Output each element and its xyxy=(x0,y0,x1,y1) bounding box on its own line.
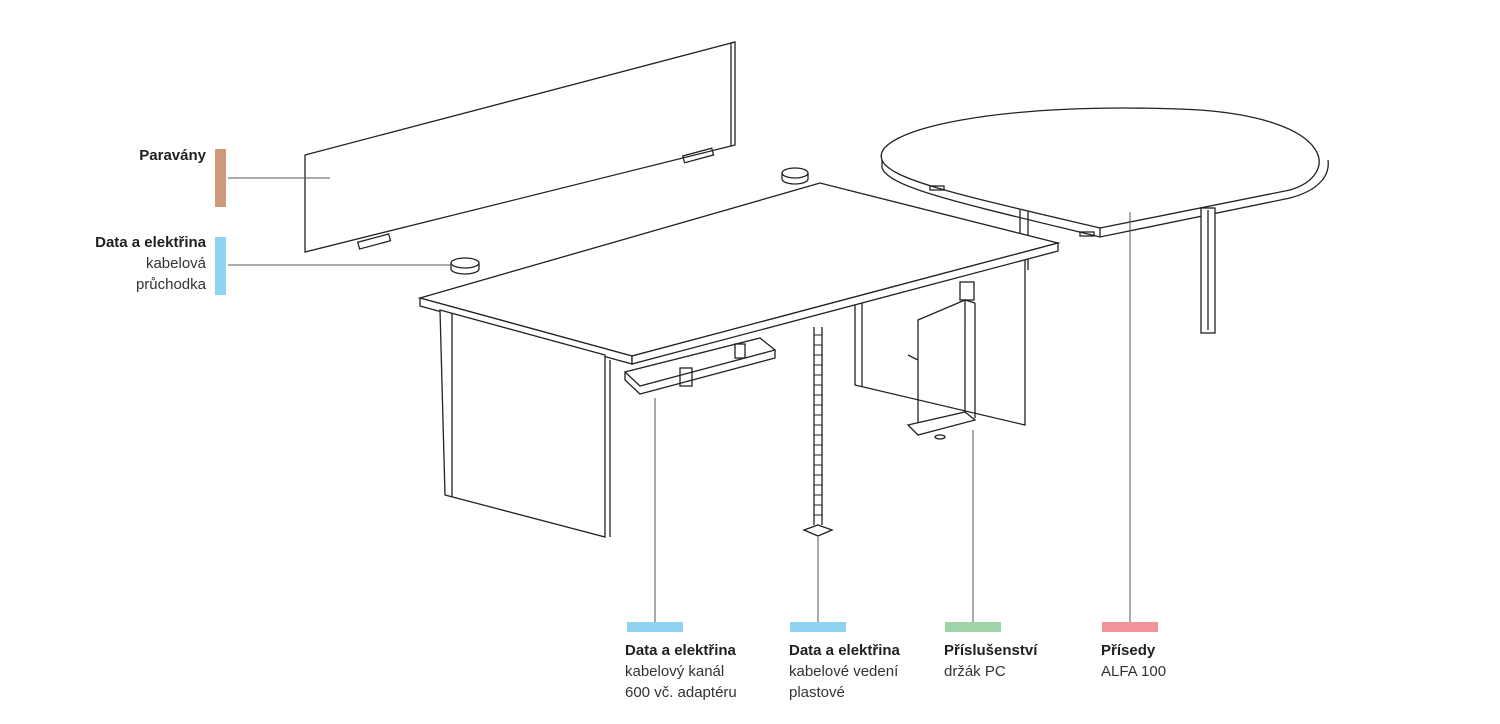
cable-tray xyxy=(623,337,777,395)
label-line: ALFA 100 xyxy=(1101,663,1167,680)
pc-holder xyxy=(906,281,977,440)
desk-leg-front xyxy=(439,309,611,538)
leader-lines xyxy=(228,177,1131,622)
label-title: Paravány xyxy=(139,147,206,164)
label-title: Data a elektřina xyxy=(789,642,900,659)
label-line: průchodka xyxy=(135,276,206,293)
label-pc-holder: Příslušenství držák PC xyxy=(944,640,1037,682)
label-line: držák PC xyxy=(944,663,1006,680)
label-line: kabelová xyxy=(145,255,206,272)
extension-table xyxy=(880,107,1329,334)
label-cable-tray: Data a elektřina kabelový kanál 600 vč. … xyxy=(625,640,737,703)
label-grommet: Data a elektřina kabelová průchodka xyxy=(0,232,206,295)
legend-bar-screens xyxy=(215,149,226,207)
label-screens: Paravány xyxy=(0,145,206,166)
grommet-icon xyxy=(450,167,809,275)
legend-bar-cable-spine xyxy=(790,622,846,632)
legend-bar-pc-holder xyxy=(945,622,1001,632)
label-title: Data a elektřina xyxy=(95,234,206,251)
label-line: plastové xyxy=(789,684,845,701)
desk-screen xyxy=(304,41,736,253)
legend-bar-extension xyxy=(1102,622,1158,632)
legend-bar-grommet xyxy=(215,237,226,295)
label-title: Příslušenství xyxy=(944,642,1038,659)
label-extension: Přísedy ALFA 100 xyxy=(1101,640,1166,682)
label-line: kabelové vedení xyxy=(789,663,899,680)
label-title: Data a elektřina xyxy=(625,642,736,659)
label-line: kabelový kanál xyxy=(625,663,725,680)
legend-bar-cable-tray xyxy=(627,622,683,632)
label-title: Přísedy xyxy=(1101,642,1156,659)
cable-spine xyxy=(802,327,834,537)
label-cable-spine: Data a elektřina kabelové vedení plastov… xyxy=(789,640,900,703)
label-line: 600 vč. adaptéru xyxy=(625,684,737,701)
